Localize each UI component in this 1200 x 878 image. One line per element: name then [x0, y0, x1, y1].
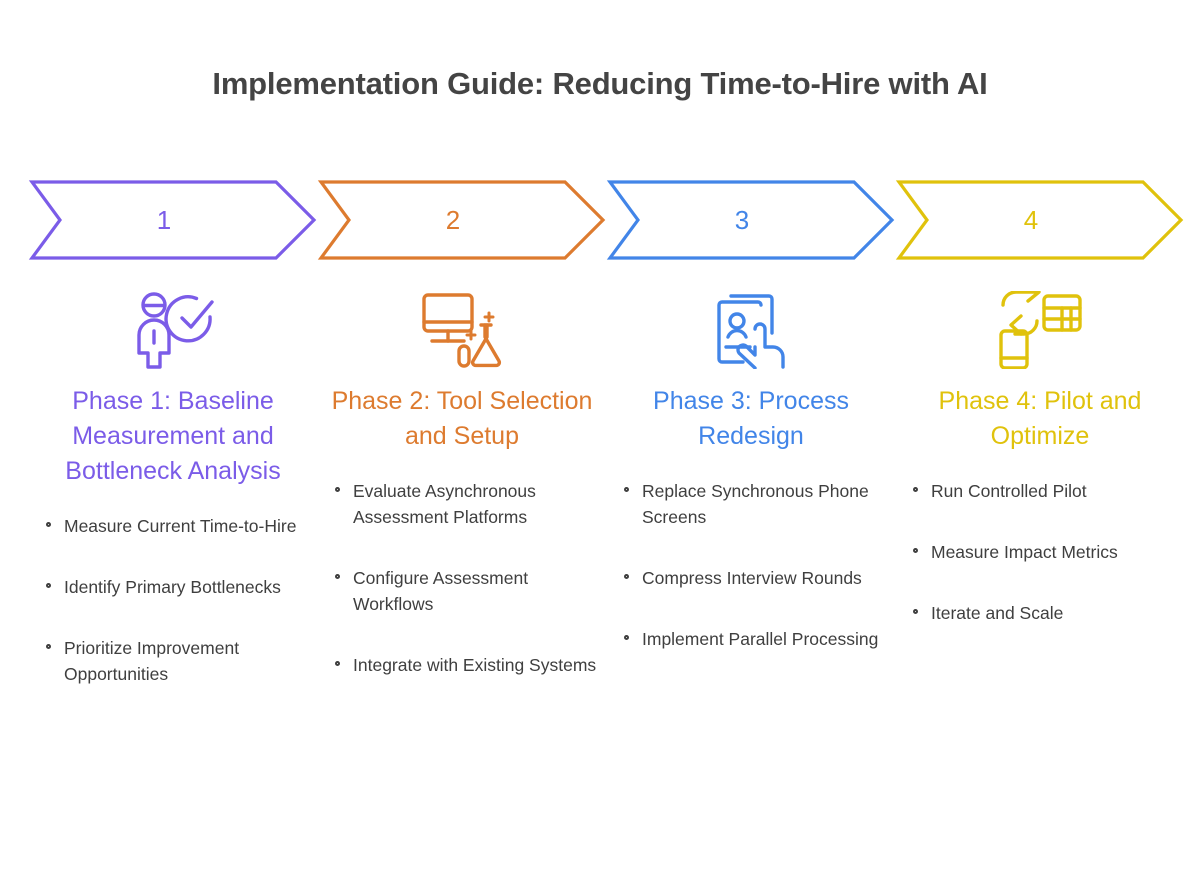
- list-item: Replace Synchronous Phone Screens: [606, 478, 896, 530]
- list-item: Implement Parallel Processing: [606, 626, 896, 652]
- phase-heading-3: Phase 3: Process Redesign: [653, 387, 849, 450]
- list-item: Compress Interview Rounds: [606, 565, 896, 591]
- list-item-label: Integrate with Existing Systems: [353, 655, 597, 675]
- phase-chevron-4[interactable]: 4: [895, 178, 1185, 262]
- list-item-label: Measure Current Time-to-Hire: [64, 516, 297, 536]
- list-item: Configure Assessment Workflows: [317, 565, 607, 617]
- list-item-label: Iterate and Scale: [931, 603, 1064, 623]
- list-item-label: Compress Interview Rounds: [642, 568, 862, 588]
- id-card-hand-icon: [606, 284, 896, 376]
- list-item-label: Identify Primary Bottlenecks: [64, 577, 281, 597]
- list-item: Run Controlled Pilot: [895, 478, 1185, 504]
- phase-number-2: 2: [445, 204, 461, 235]
- swap-table-phone-icon: [895, 284, 1185, 376]
- phase-number-1: 1: [156, 204, 172, 235]
- bullet-dot-icon: [624, 574, 629, 579]
- phase-chevron-3[interactable]: 3: [606, 178, 896, 262]
- phase-heading-2: Phase 2: Tool Selection and Setup: [331, 387, 593, 450]
- phase-heading-1: Phase 1: Baseline Measurement and Bottle…: [65, 387, 281, 485]
- list-item-label: Replace Synchronous Phone Screens: [642, 481, 869, 527]
- bullet-dot-icon: [335, 574, 340, 579]
- list-item-label: Configure Assessment Workflows: [353, 568, 529, 614]
- list-item: Measure Current Time-to-Hire: [28, 513, 318, 539]
- bullet-dot-icon: [913, 487, 918, 492]
- list-item: Iterate and Scale: [895, 600, 1185, 626]
- list-item: Identify Primary Bottlenecks: [28, 574, 318, 600]
- bullet-dot-icon: [624, 635, 629, 640]
- bullet-dot-icon: [624, 487, 629, 492]
- bullet-dot-icon: [46, 522, 51, 527]
- list-item-label: Prioritize Improvement Opportunities: [64, 638, 240, 684]
- chevron-shape-icon: [317, 180, 606, 260]
- phase-column-2: 2 Phase 2: Tool Selection and Setup Eval…: [317, 178, 607, 713]
- person-check-icon: [28, 284, 318, 376]
- bullet-dot-icon: [46, 644, 51, 649]
- phase-chevron-1[interactable]: 1: [28, 178, 318, 262]
- list-item: Prioritize Improvement Opportunities: [28, 635, 318, 687]
- phase-column-1: 1 Phase 1: Baseline Measurement and Bott…: [28, 178, 318, 722]
- page-title: Implementation Guide: Reducing Time-to-H…: [212, 66, 988, 101]
- phase-bullets-1: Measure Current Time-to-Hire Identify Pr…: [28, 513, 318, 687]
- bullet-dot-icon: [913, 548, 918, 553]
- phase-heading-4: Phase 4: Pilot and Optimize: [938, 387, 1142, 450]
- bullet-dot-icon: [913, 609, 918, 614]
- chevron-shape-icon: [28, 180, 317, 260]
- list-item: Integrate with Existing Systems: [317, 652, 607, 678]
- phase-number-4: 4: [1023, 204, 1039, 235]
- phase-bullets-2: Evaluate Asynchronous Assessment Platfor…: [317, 478, 607, 678]
- list-item-label: Run Controlled Pilot: [931, 481, 1087, 501]
- bullet-dot-icon: [335, 487, 340, 492]
- bullet-dot-icon: [46, 583, 51, 588]
- list-item-label: Measure Impact Metrics: [931, 542, 1118, 562]
- phase-bullets-4: Run Controlled Pilot Measure Impact Metr…: [895, 478, 1185, 626]
- list-item-label: Evaluate Asynchronous Assessment Platfor…: [353, 481, 536, 527]
- phase-column-3: 3 Phase 3: Process Redesign Replace Sync…: [606, 178, 896, 687]
- monitor-flask-icon: [317, 284, 607, 376]
- bullet-dot-icon: [335, 661, 340, 666]
- list-item-label: Implement Parallel Processing: [642, 629, 879, 649]
- phase-number-3: 3: [734, 204, 750, 235]
- phase-chevron-2[interactable]: 2: [317, 178, 607, 262]
- list-item: Evaluate Asynchronous Assessment Platfor…: [317, 478, 607, 530]
- chevron-shape-icon: [895, 180, 1184, 260]
- phase-bullets-3: Replace Synchronous Phone Screens Compre…: [606, 478, 896, 652]
- list-item: Measure Impact Metrics: [895, 539, 1185, 565]
- phase-column-4: 4 Phase 4: Pilot and Optimize Run Contro…: [895, 178, 1185, 661]
- chevron-shape-icon: [606, 180, 895, 260]
